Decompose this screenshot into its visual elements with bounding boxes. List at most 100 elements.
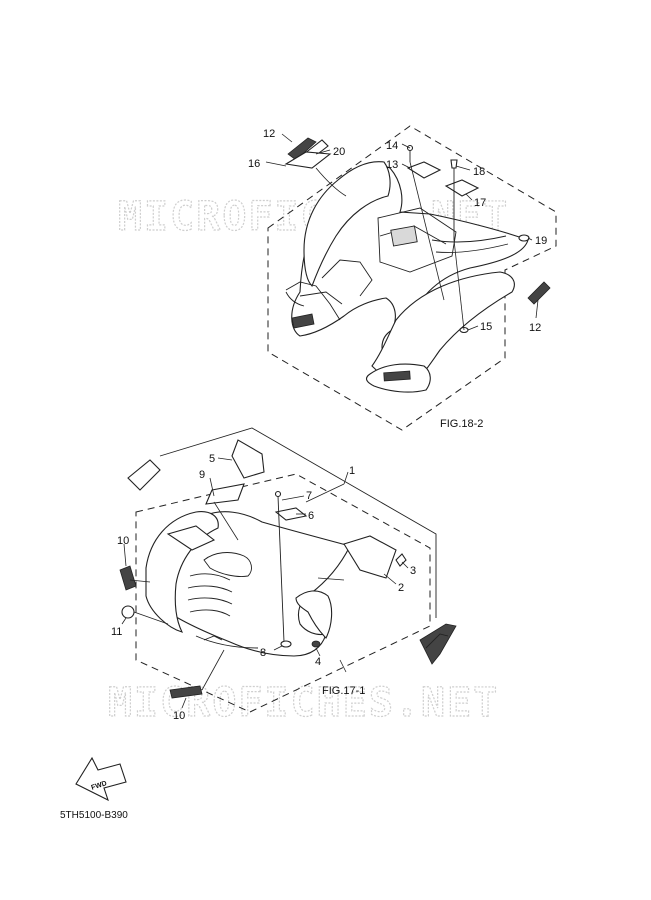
decal-10-bottom bbox=[169, 685, 203, 699]
leader-15 bbox=[467, 325, 479, 331]
front-panel-tab bbox=[127, 459, 161, 491]
fwd-label: FWD bbox=[90, 780, 107, 792]
callout-8: 8 bbox=[260, 647, 266, 659]
leader-15-mount bbox=[453, 239, 465, 331]
callout-19: 19 bbox=[535, 235, 547, 247]
front-fender-left-decal bbox=[166, 525, 216, 551]
diagram-code: 5TH5100-B390 bbox=[60, 810, 128, 821]
leader-17 bbox=[465, 193, 473, 201]
rear-fender-left-emblem bbox=[291, 313, 315, 329]
front-headlight-cavity bbox=[203, 552, 252, 577]
leader-16 bbox=[265, 161, 287, 167]
nut-4 bbox=[311, 640, 321, 648]
decal-16 bbox=[284, 151, 332, 169]
panel-2 bbox=[343, 535, 397, 579]
leader-18 bbox=[455, 165, 471, 171]
callout-12-top: 12 bbox=[263, 128, 275, 140]
label-13 bbox=[406, 161, 442, 179]
rear-fender-stripe-2 bbox=[435, 243, 509, 253]
leader-1-body bbox=[305, 483, 345, 503]
callout-1: 1 bbox=[349, 465, 355, 477]
rear-fender-inner-strut bbox=[321, 259, 373, 297]
label-6 bbox=[274, 507, 308, 521]
watermark-bottom: MICROFICHES.NET bbox=[108, 680, 499, 726]
leader-9 bbox=[209, 477, 215, 497]
front-fender-bottom-clip bbox=[203, 635, 223, 641]
callout-12-right: 12 bbox=[529, 322, 541, 334]
callout-4: 4 bbox=[315, 656, 321, 668]
leader-9-mount bbox=[213, 501, 239, 541]
front-side-decal bbox=[419, 623, 457, 665]
front-fender-body bbox=[159, 511, 351, 657]
callout-15: 15 bbox=[480, 321, 492, 333]
leader-10b-fender bbox=[201, 649, 225, 691]
rear-fender-lower-edge bbox=[285, 281, 341, 321]
leader-12a bbox=[281, 133, 293, 143]
callout-5: 5 bbox=[209, 453, 215, 465]
rear-fender-group bbox=[265, 125, 557, 431]
leader-10b bbox=[181, 697, 187, 709]
grommet-19 bbox=[518, 234, 530, 242]
front-fender-right-wing bbox=[295, 590, 333, 639]
rear-group-boundary bbox=[267, 125, 557, 431]
front-group-boundary bbox=[135, 473, 431, 713]
leader-16-fender bbox=[315, 167, 347, 197]
callout-18: 18 bbox=[473, 166, 485, 178]
front-grille-slat-2 bbox=[187, 585, 233, 593]
callout-17: 17 bbox=[474, 197, 486, 209]
decal-10-side bbox=[119, 565, 137, 591]
screw-18-head bbox=[450, 159, 458, 169]
leader-19 bbox=[527, 237, 533, 241]
leader-4 bbox=[315, 647, 321, 657]
rear-fender-cavity bbox=[377, 207, 457, 273]
callout-7: 7 bbox=[306, 490, 312, 502]
rear-fender-stripe-1 bbox=[431, 235, 507, 243]
leader-11-fender bbox=[133, 611, 169, 625]
front-group-outer-boundary bbox=[159, 427, 437, 618]
callout-16: 16 bbox=[248, 158, 260, 170]
bolt-7-shank bbox=[277, 495, 285, 643]
leader-3 bbox=[401, 561, 409, 569]
callout-10-bottom: 10 bbox=[173, 710, 185, 722]
leader-2 bbox=[383, 573, 397, 585]
rear-fender-hook bbox=[285, 291, 305, 307]
front-grille-slat-4 bbox=[189, 609, 231, 617]
callout-10-side: 10 bbox=[117, 535, 129, 547]
fig-label-rear: FIG.18-2 bbox=[440, 418, 483, 430]
callout-11: 11 bbox=[111, 626, 122, 638]
front-fender-group bbox=[119, 427, 457, 713]
leader-20 bbox=[315, 149, 331, 155]
leader-10a bbox=[123, 543, 127, 567]
front-fender-bottom-edge bbox=[195, 635, 259, 649]
front-grille-slat-3 bbox=[187, 597, 233, 605]
front-side-decal-detail bbox=[425, 633, 449, 649]
leader-1 bbox=[343, 471, 349, 485]
leader-11 bbox=[121, 617, 127, 625]
rear-mudflap-badge bbox=[383, 370, 411, 382]
callout-6: 6 bbox=[308, 510, 314, 522]
decal-12-right bbox=[527, 281, 551, 305]
screw-3 bbox=[395, 553, 407, 567]
leader-13 bbox=[401, 163, 411, 169]
callout-20: 20 bbox=[333, 146, 345, 158]
leader-14 bbox=[401, 143, 411, 149]
leader-14-mount bbox=[409, 161, 445, 301]
rear-fender-left-bracket bbox=[299, 291, 343, 305]
leader-fig-front bbox=[339, 659, 347, 673]
leader-5 bbox=[217, 457, 233, 461]
rear-fender-left-flare bbox=[303, 161, 391, 287]
decal-12-top bbox=[287, 137, 317, 161]
leader-12b bbox=[535, 299, 539, 319]
callout-2: 2 bbox=[398, 582, 404, 594]
fig-label-front: FIG.17-1 bbox=[322, 685, 365, 697]
leader-2-body bbox=[317, 577, 345, 581]
leader-8 bbox=[273, 645, 283, 651]
decal-5 bbox=[231, 439, 265, 479]
callout-14: 14 bbox=[386, 140, 398, 152]
front-grille-slat-1 bbox=[189, 573, 231, 581]
rear-storage-box bbox=[390, 225, 418, 247]
leader-10a-fender bbox=[129, 579, 151, 583]
decal-9 bbox=[205, 483, 245, 505]
callout-9: 9 bbox=[199, 469, 205, 481]
